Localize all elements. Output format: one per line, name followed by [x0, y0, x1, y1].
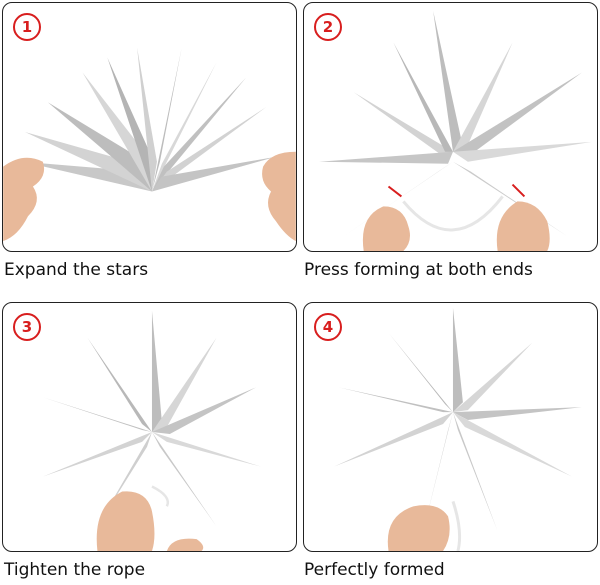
step-1-caption: Expand the stars: [4, 260, 149, 280]
step-2-panel: 2: [303, 2, 598, 252]
step-3-caption: Tighten the rope: [4, 560, 146, 580]
press-arrows: [387, 183, 526, 198]
half-expanded-star: [23, 47, 276, 192]
left-hand: [362, 206, 410, 251]
step-4-panel: 4: [303, 302, 598, 552]
rope: [451, 500, 462, 551]
forming-star: [319, 10, 592, 237]
right-hand: [496, 201, 550, 251]
step-1-panel: 1: [2, 2, 297, 252]
formed-star: [333, 307, 582, 532]
step-1-number-badge: 1: [13, 13, 41, 41]
star: [42, 310, 262, 527]
step-2-illustration: [319, 10, 592, 251]
left-hand: [3, 157, 45, 242]
step-2-number-badge: 2: [314, 13, 342, 41]
right-hand: [262, 151, 296, 242]
step-3-number-badge: 3: [13, 313, 41, 341]
step-4-number-badge: 4: [314, 313, 342, 341]
hand: [96, 491, 204, 551]
step-4-caption: Perfectly formed: [304, 560, 445, 580]
rope: [151, 485, 170, 507]
step-2-caption: Press forming at both ends: [304, 260, 533, 280]
step-4-illustration: [333, 307, 582, 551]
step-3-illustration: [42, 310, 262, 551]
step-3-panel: 3: [2, 302, 297, 552]
rope: [402, 195, 504, 232]
hand: [387, 505, 450, 551]
step-1-illustration: [3, 47, 296, 242]
